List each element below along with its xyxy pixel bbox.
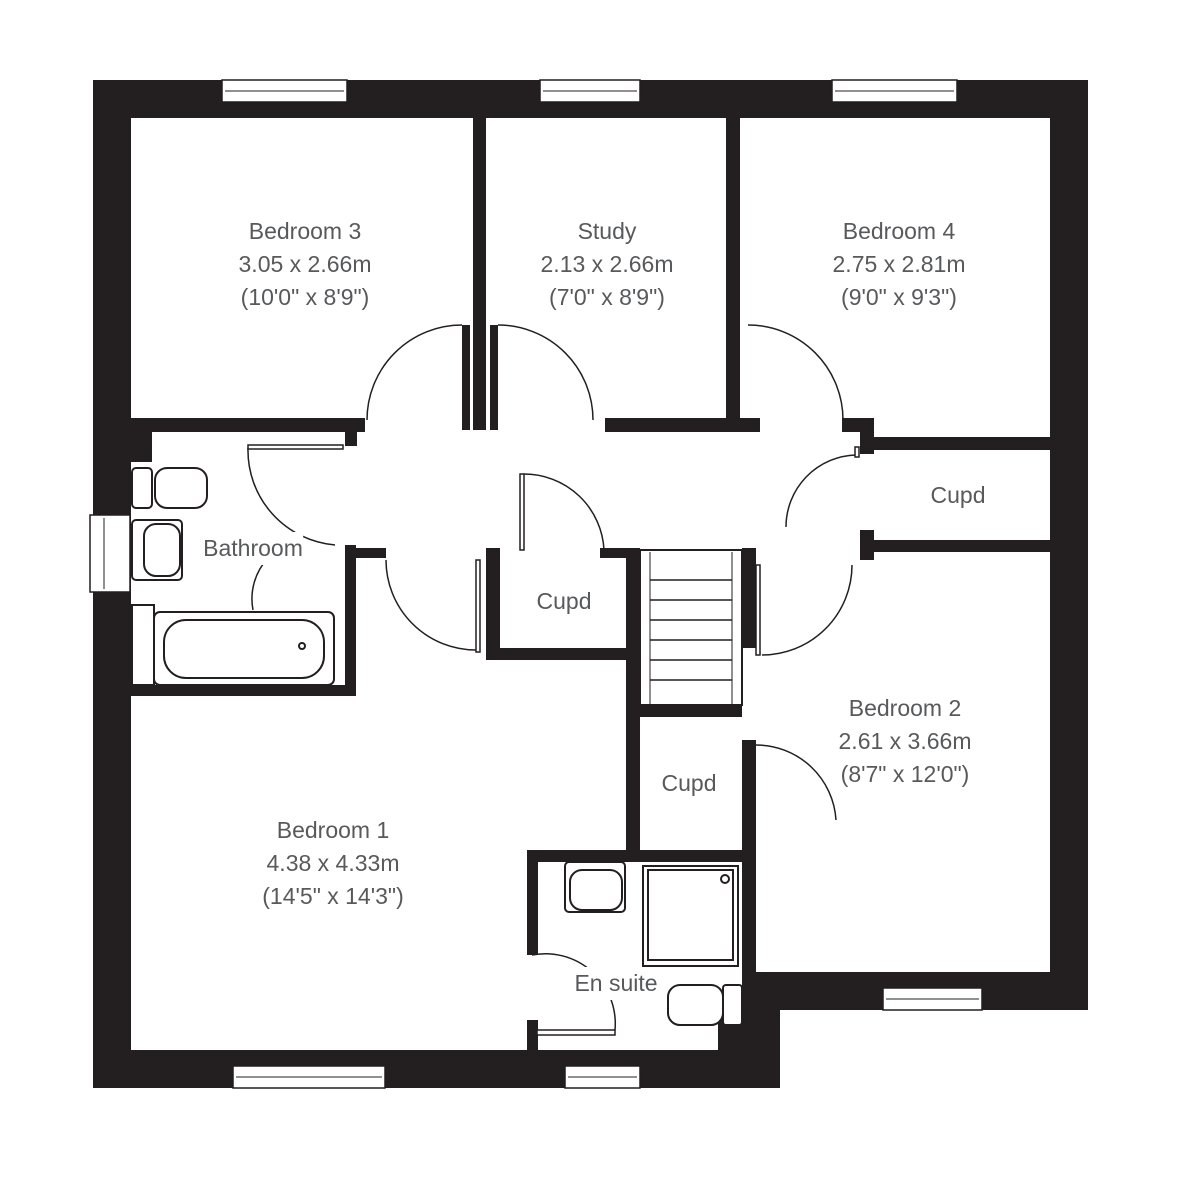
room-label-cupd-middle: Cupd (536, 588, 592, 614)
room-size-metric: 4.38 x 4.33m (266, 850, 400, 876)
room-name: Bedroom 4 (842, 218, 956, 244)
fixtures (131, 467, 743, 1026)
room-label-bedroom-3: Bedroom 3 3.05 x 2.66m (10'0" x 8'9") (239, 215, 372, 314)
toilet-cistern (131, 467, 153, 509)
room-size-imperial: (8'7" x 12'0") (840, 761, 970, 787)
room-size-metric: 2.13 x 2.66m (540, 251, 674, 277)
toilet (154, 467, 208, 509)
doors (247, 324, 860, 1036)
room-size-imperial: (7'0" x 8'9") (549, 284, 665, 310)
room-name: Bedroom 2 (848, 695, 962, 721)
windows (89, 79, 983, 1089)
room-label-cupd-right: Cupd (930, 482, 986, 508)
room-label-study: Study 2.13 x 2.66m (7'0" x 8'9") (541, 215, 674, 314)
room-label-bedroom-4: Bedroom 4 2.75 x 2.81m (9'0" x 9'3") (833, 215, 966, 314)
room-label-bathroom: Bathroom (203, 532, 303, 565)
room-size-imperial: (10'0" x 8'9") (240, 284, 370, 310)
interior-walls (130, 118, 1050, 1050)
window (89, 514, 131, 593)
room-size-imperial: (14'5" x 14'3") (262, 883, 404, 909)
room-label-bedroom-1: Bedroom 1 4.38 x 4.33m (14'5" x 14'3") (262, 814, 403, 913)
room-size-metric: 2.61 x 3.66m (838, 728, 972, 754)
room-size-metric: 3.05 x 2.66m (238, 251, 372, 277)
room-label-en-suite: En suite (574, 967, 658, 1000)
room-label-cupd-lower: Cupd (661, 770, 717, 796)
room-name: Bedroom 1 (276, 817, 390, 843)
room-label-bedroom-2: Bedroom 2 2.61 x 3.66m (8'7" x 12'0") (839, 692, 972, 791)
room-name: Bedroom 3 (248, 218, 362, 244)
staircase (639, 549, 743, 706)
toilet (667, 984, 724, 1026)
room-size-metric: 2.75 x 2.81m (832, 251, 966, 277)
room-name: Study (577, 218, 637, 244)
room-size-imperial: (9'0" x 9'3") (841, 284, 957, 310)
